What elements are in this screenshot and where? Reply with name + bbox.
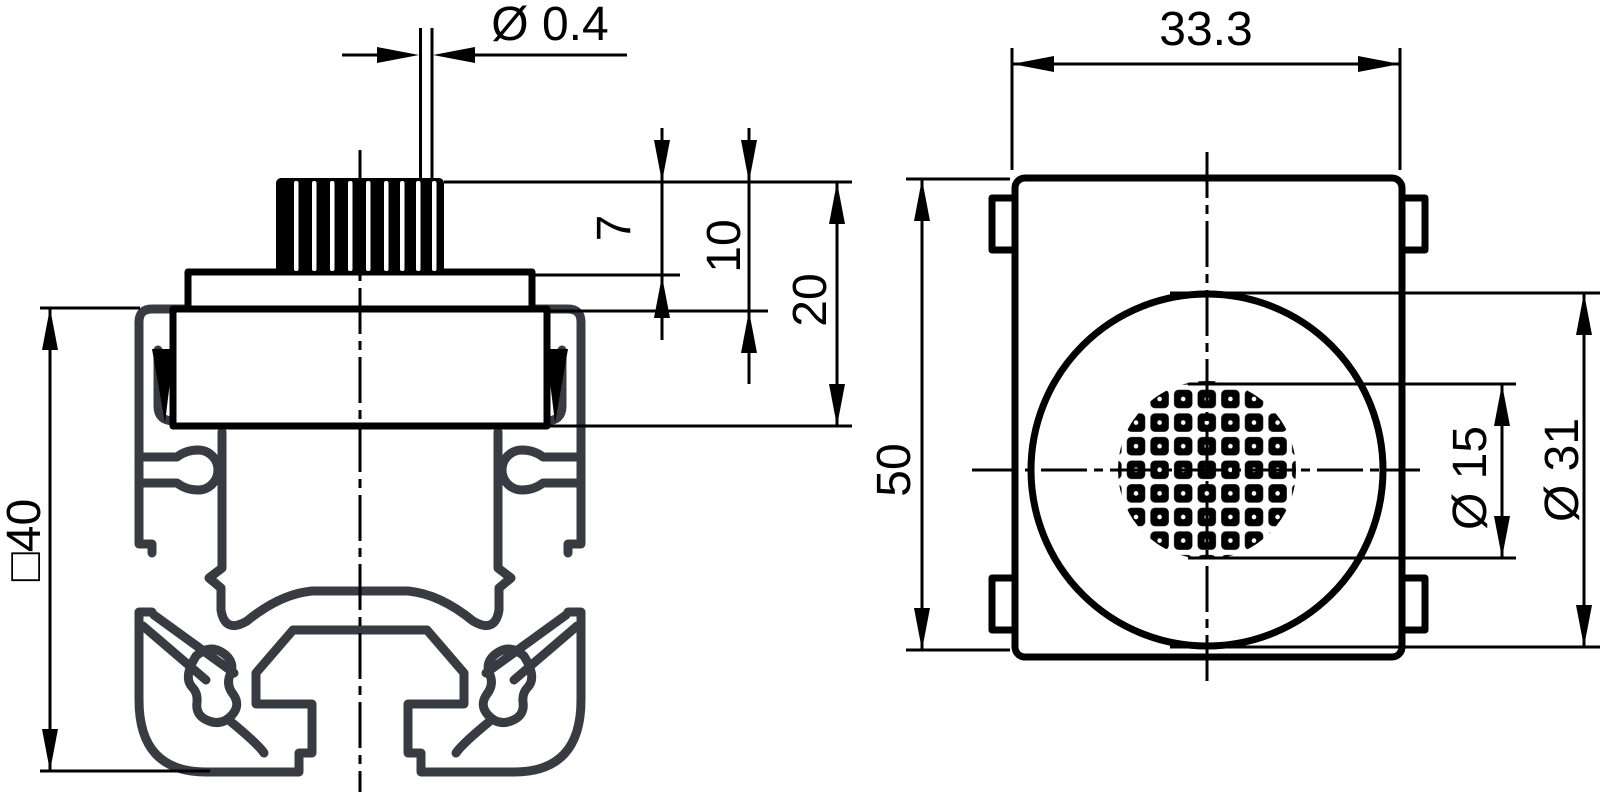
dim-label-bristle-free-length: 7 bbox=[588, 215, 641, 242]
single-bristle-callout-lines bbox=[419, 28, 434, 181]
retaining-clip-right bbox=[546, 349, 568, 423]
dim-label-height-to-cap: 10 bbox=[698, 219, 751, 272]
side-view: 33.3 50 Ø 31 Ø 15 bbox=[868, 3, 1600, 685]
dim-label-bristle-diameter: Ø 0.4 bbox=[491, 0, 608, 51]
dim-label-profile-square-size: □40 bbox=[0, 499, 51, 581]
dim-label-body-width: 33.3 bbox=[1159, 3, 1252, 56]
dim-label-body-height: 50 bbox=[868, 443, 921, 496]
front-section-view: Ø 0.4 7 10 20 bbox=[0, 0, 852, 792]
retaining-clip-left bbox=[152, 349, 174, 423]
side-view-dimensions: 33.3 50 Ø 31 Ø 15 bbox=[868, 3, 1600, 652]
dim-label-height-to-body-bottom: 20 bbox=[784, 273, 837, 326]
dim-label-outer-circle-diameter: Ø 31 bbox=[1536, 418, 1589, 522]
front-view-dimensions: Ø 0.4 7 10 20 bbox=[0, 0, 852, 773]
dim-label-perforated-circle-diameter: Ø 15 bbox=[1444, 426, 1497, 530]
